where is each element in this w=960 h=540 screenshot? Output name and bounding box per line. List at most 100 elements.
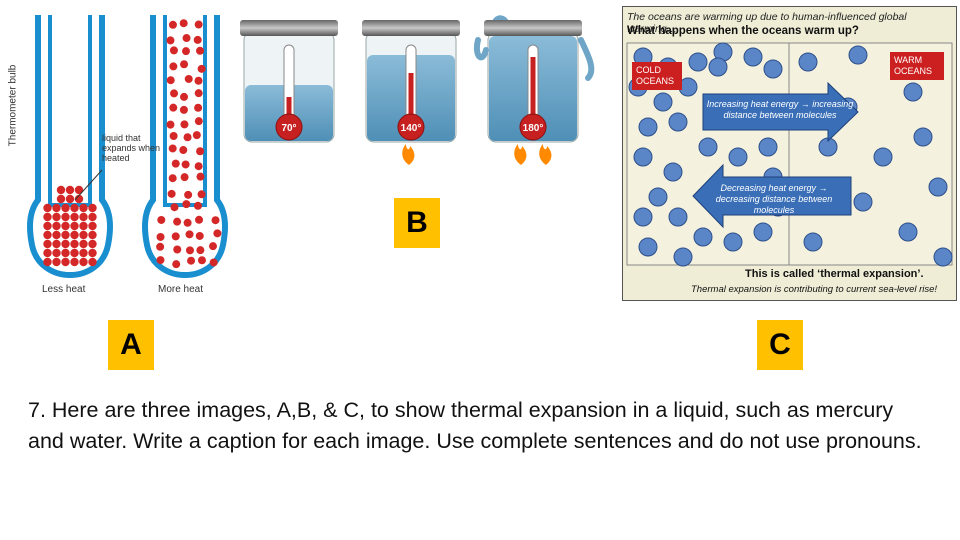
cold-molecule bbox=[668, 112, 688, 132]
mercury-dot bbox=[52, 239, 61, 249]
mercury-dot bbox=[166, 36, 175, 45]
warm-molecule bbox=[803, 232, 823, 252]
mercury-dot bbox=[52, 212, 61, 222]
jar-thermometer-mercury bbox=[286, 97, 292, 125]
more-heat-label: More heat bbox=[158, 284, 204, 295]
mercury-dot bbox=[184, 74, 193, 83]
mercury-dot bbox=[170, 203, 179, 212]
mercury-dot bbox=[88, 248, 97, 258]
mercury-dot bbox=[167, 189, 176, 198]
jar-thermometer-bulb bbox=[397, 113, 425, 141]
mercury-dot bbox=[172, 260, 181, 269]
liquid-expands-label: liquid that expands when heated bbox=[102, 133, 161, 163]
cold-molecule bbox=[723, 232, 743, 252]
mercury-dot bbox=[79, 221, 88, 231]
mercury-dot bbox=[70, 212, 79, 222]
mercury-dot bbox=[187, 256, 196, 265]
mercury-dot bbox=[181, 160, 190, 169]
increase-arrow-text: Increasing heat energy → increasing dist… bbox=[706, 99, 854, 120]
mercury-dot bbox=[70, 203, 79, 213]
mercury-dot bbox=[52, 257, 61, 267]
mercury-dot bbox=[169, 103, 178, 112]
mercury-dot bbox=[185, 246, 194, 255]
mercury-dot bbox=[209, 242, 218, 251]
mercury-dot bbox=[157, 215, 166, 224]
mercury-dot bbox=[197, 190, 206, 199]
mercury-dot bbox=[52, 230, 61, 240]
warm-molecule bbox=[913, 127, 933, 147]
jar-temperature-label: 180° bbox=[523, 123, 544, 134]
cold-molecule bbox=[698, 137, 718, 157]
warm-molecule bbox=[873, 147, 893, 167]
mercury-dot bbox=[61, 257, 70, 267]
mercury-dot bbox=[79, 248, 88, 258]
mercury-dot bbox=[166, 76, 175, 85]
mercury-dot bbox=[197, 256, 206, 265]
cold-molecule bbox=[763, 59, 783, 79]
decrease-arrow-icon bbox=[692, 163, 852, 229]
cold-molecule bbox=[728, 147, 748, 167]
label-b: B bbox=[394, 198, 440, 248]
mercury-dot bbox=[43, 212, 52, 222]
mercury-dot bbox=[79, 203, 88, 213]
cold-oceans-tag: COLD OCEANS bbox=[632, 62, 682, 90]
mercury-dot bbox=[52, 248, 61, 258]
mercury-dot bbox=[70, 221, 79, 231]
mercury-dot bbox=[196, 172, 205, 181]
mercury-dot bbox=[79, 239, 88, 249]
mercury-dot bbox=[52, 221, 61, 231]
mercury-dot bbox=[168, 144, 177, 153]
mercury-dot bbox=[56, 194, 66, 204]
mercury-dot bbox=[61, 239, 70, 249]
mercury-dot bbox=[88, 221, 97, 231]
cold-molecule bbox=[693, 227, 713, 247]
cold-molecule bbox=[758, 137, 778, 157]
mercury-dot bbox=[61, 248, 70, 258]
mercury-dot bbox=[56, 185, 66, 195]
mercury-dot bbox=[185, 230, 194, 239]
mercury-dot bbox=[196, 46, 205, 55]
mercury-dot bbox=[88, 230, 97, 240]
mercury-dot bbox=[79, 257, 88, 267]
jar-temperature-label: 140° bbox=[401, 123, 422, 134]
mercury-dot bbox=[183, 218, 192, 227]
mercury-dot bbox=[79, 230, 88, 240]
jar-thermometer-bulb bbox=[275, 113, 303, 141]
mercury-dot bbox=[43, 248, 52, 258]
warm-molecule bbox=[848, 45, 868, 65]
mercury-dot bbox=[43, 257, 52, 267]
mercury-dot bbox=[168, 20, 177, 29]
mercury-dot bbox=[169, 132, 178, 141]
mercury-dot bbox=[61, 212, 70, 222]
mercury-dot bbox=[88, 203, 97, 213]
mercury-dot bbox=[194, 162, 203, 171]
ocean-molecules-diagram bbox=[626, 42, 953, 267]
mercury-dot bbox=[156, 232, 165, 241]
jar-temperature-label: 70° bbox=[281, 123, 296, 134]
decrease-arrow-text: Decreasing heat energy → decreasing dist… bbox=[715, 183, 833, 215]
mercury-dot bbox=[180, 173, 189, 182]
mercury-dot bbox=[74, 185, 84, 195]
mercury-dot bbox=[193, 201, 202, 210]
panel-c-title: The oceans are warming up due to human-i… bbox=[627, 11, 907, 35]
mercury-dot bbox=[194, 20, 203, 29]
mercury-dot bbox=[43, 230, 52, 240]
mercury-dot bbox=[179, 146, 188, 155]
thermal-expansion-called: This is called ‘thermal expansion’. bbox=[745, 268, 924, 280]
image-a-thermometers: Thermometer bulb liquid that expands whe… bbox=[7, 10, 240, 300]
mercury-dot bbox=[211, 216, 220, 225]
mercury-dot bbox=[52, 203, 61, 213]
mercury-dot bbox=[173, 245, 182, 254]
mercury-dot bbox=[171, 232, 180, 241]
question-text: 7. Here are three images, A,B, & C, to s… bbox=[28, 398, 922, 453]
heated-jars-diagram: 70° 140° 180° bbox=[240, 15, 595, 165]
image-b-jars: 70° 140° 180° bbox=[236, 10, 606, 170]
jar-thermometer-bulb bbox=[519, 113, 547, 141]
mercury-dot bbox=[179, 105, 188, 114]
thermometer-left-outline bbox=[27, 15, 113, 278]
mercury-dot bbox=[182, 200, 191, 209]
mercury-dot bbox=[79, 212, 88, 222]
thermometer-bulb-label: Thermometer bulb bbox=[7, 64, 19, 147]
mercury-dot bbox=[193, 35, 202, 44]
mercury-dot bbox=[180, 92, 189, 101]
